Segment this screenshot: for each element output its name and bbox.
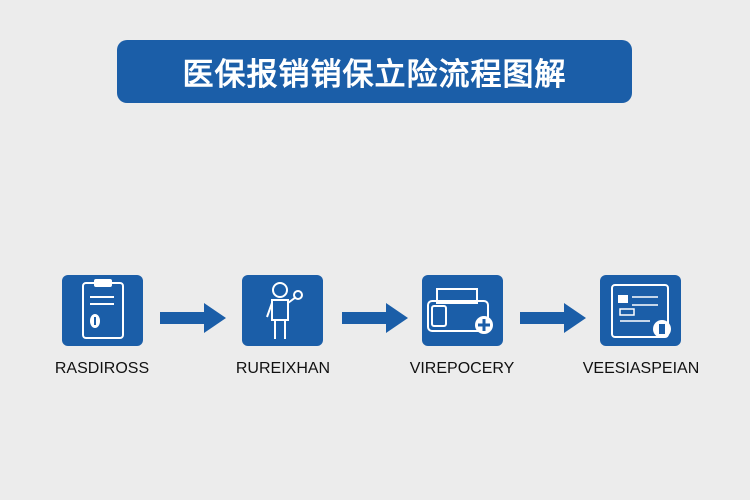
step-label: VIREPOCERY [409, 360, 515, 377]
step-label: VEESIASPEIAN [582, 360, 700, 377]
medical-card-icon [422, 275, 503, 346]
person-icon [242, 275, 323, 346]
step-label: RASDIROSS [54, 360, 150, 377]
arrow-icon [520, 303, 586, 333]
page-title: 医保报销销保立险流程图解 [117, 40, 632, 103]
document-icon [600, 275, 681, 346]
clipboard-icon [62, 275, 143, 346]
arrow-icon [342, 303, 408, 333]
step-label: RUREIXHAN [235, 360, 331, 377]
arrow-icon [160, 303, 226, 333]
